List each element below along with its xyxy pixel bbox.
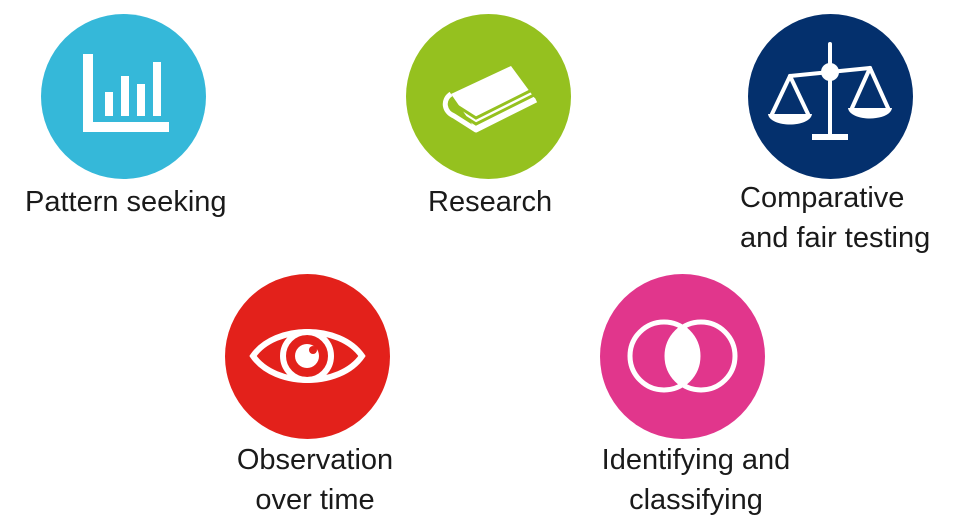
bar-chart-icon	[83, 54, 169, 132]
identifying-classifying-label: Identifying and classifying	[591, 440, 801, 520]
label-line: Pattern seeking	[25, 186, 227, 218]
observation-over-time-label: Observation over time	[230, 440, 400, 520]
scales-icon	[768, 42, 892, 140]
label-line: classifying	[629, 484, 763, 516]
label-line: Identifying and	[601, 444, 791, 476]
research-circle	[406, 14, 571, 179]
book-icon	[442, 66, 538, 133]
comparative-fair-testing-label: Comparative and fair testing	[740, 178, 930, 258]
label-line: Observation	[236, 444, 394, 476]
comparative-fair-testing-circle	[748, 14, 913, 179]
label-line: and fair testing	[740, 222, 931, 254]
pattern-seeking-circle	[41, 14, 206, 179]
eye-icon	[249, 329, 366, 383]
label-line: over time	[255, 484, 375, 516]
label-line: Comparative	[740, 182, 905, 214]
observation-over-time-circle	[225, 274, 390, 439]
label-line: Research	[428, 186, 553, 218]
identifying-classifying-circle	[600, 274, 765, 439]
overlapping-circles-icon	[627, 319, 738, 393]
research-label: Research	[428, 182, 552, 222]
pattern-seeking-label: Pattern seeking	[25, 182, 227, 222]
